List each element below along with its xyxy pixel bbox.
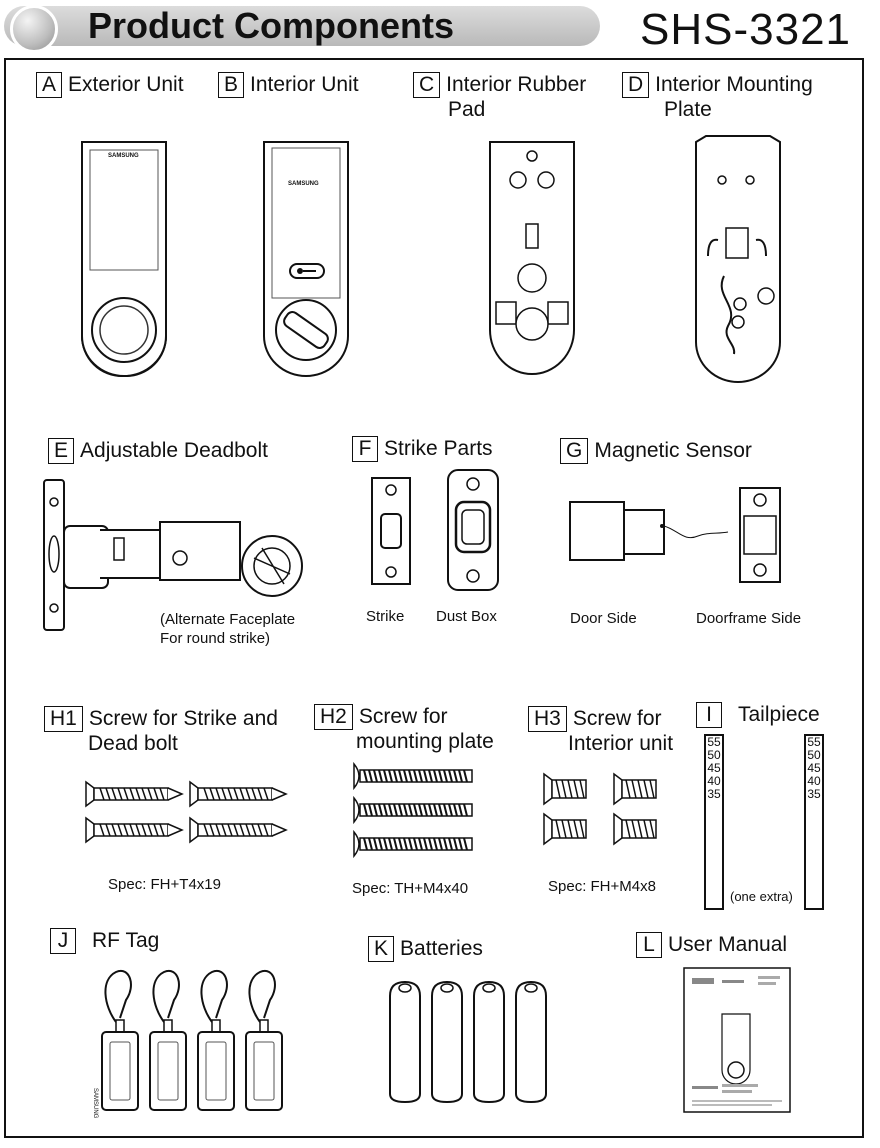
component-d-label-line2: Plate [664, 98, 712, 121]
rf-tags-illustration [101, 969, 283, 1111]
header-circle-icon [10, 5, 58, 53]
components-frame [4, 58, 864, 1138]
exterior-unit-brand: SAMSUNG [108, 153, 139, 159]
deadbolt-illustration [43, 479, 303, 631]
h3-spec: Spec: FH+M4x8 [548, 878, 656, 895]
h2-spec: Spec: TH+M4x40 [352, 880, 469, 897]
model-number: SHS-3321 [640, 5, 852, 54]
strike-caption: Strike [366, 608, 405, 625]
doorframe-side-caption: Doorframe Side [696, 610, 802, 627]
strike-illustration [371, 477, 411, 585]
h1-spec: Spec: FH+T4x19 [108, 876, 221, 893]
interior-unit-brand: SAMSUNG [288, 181, 319, 187]
exterior-unit-illustration [81, 141, 167, 377]
component-h3-label-line2: Interior unit [568, 732, 674, 755]
deadbolt-caption-line2: For round strike) [160, 630, 271, 647]
mounting-plate-illustration [695, 135, 781, 383]
rf-tag-brand: SAMSUNG [92, 1088, 98, 1119]
page-title: Product Components [88, 5, 454, 46]
door-side-caption: Door Side [570, 610, 637, 627]
header-bar [4, 6, 600, 46]
component-h2-label-line2: mounting plate [356, 730, 494, 753]
component-h1-label-line2: Dead bolt [88, 732, 178, 755]
interior-unit-illustration [263, 141, 349, 377]
dust-box-illustration [447, 469, 499, 591]
magnetic-sensor-door-illustration [569, 501, 729, 561]
tailpiece-note: (one extra) [730, 889, 793, 904]
dust-box-caption: Dust Box [436, 608, 497, 625]
magnetic-sensor-frame-illustration [739, 487, 781, 583]
h1-screws-illustration [85, 780, 287, 843]
h3-screws-illustration [543, 772, 657, 845]
user-manual-illustration [683, 967, 791, 1113]
rubber-pad-illustration [489, 141, 575, 375]
batteries-illustration [389, 980, 547, 1104]
component-c-label-line2: Pad [448, 98, 486, 121]
h2-screws-illustration [353, 761, 473, 857]
deadbolt-caption-line1: (Alternate Faceplate [160, 611, 296, 628]
